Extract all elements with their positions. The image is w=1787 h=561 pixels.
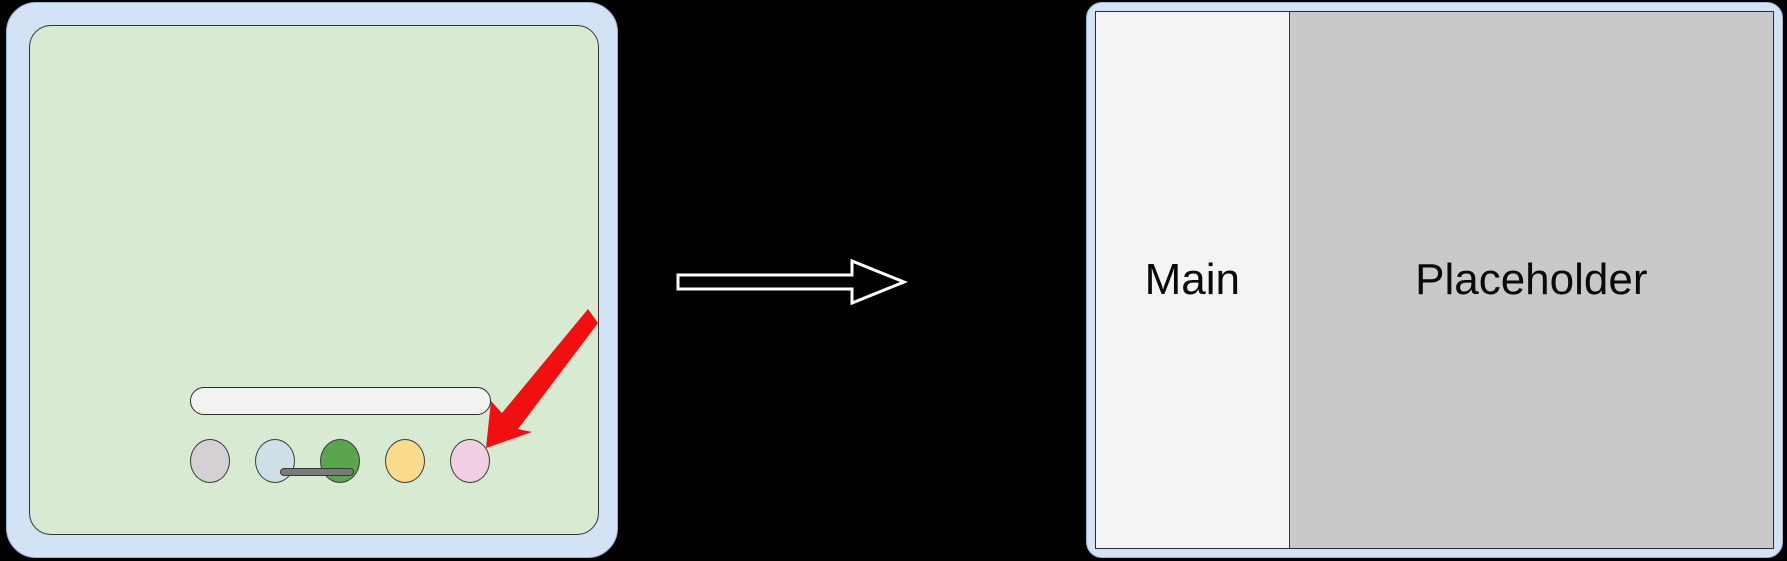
dock-app-2[interactable] [255,439,295,483]
main-pane-label: Main [1144,255,1240,304]
tablet-device-before [6,2,618,558]
placeholder-pane-label: Placeholder [1415,255,1648,304]
tablet-device-after: Main Placeholder [1086,2,1783,558]
transition-arrow-icon [676,258,909,306]
dock-app-3[interactable] [320,439,360,483]
tablet-screen-home[interactable] [29,25,599,535]
tablet-screen-split: Main Placeholder [1095,11,1774,549]
dock [190,438,490,484]
home-indicator[interactable] [280,468,354,476]
placeholder-pane[interactable]: Placeholder [1289,12,1773,548]
dock-app-1[interactable] [190,439,230,483]
red-cursor-arrow-icon [486,309,598,448]
dock-app-4[interactable] [385,439,425,483]
dock-app-5[interactable] [450,439,490,483]
search-input[interactable] [190,387,491,415]
main-pane[interactable]: Main [1096,12,1290,548]
